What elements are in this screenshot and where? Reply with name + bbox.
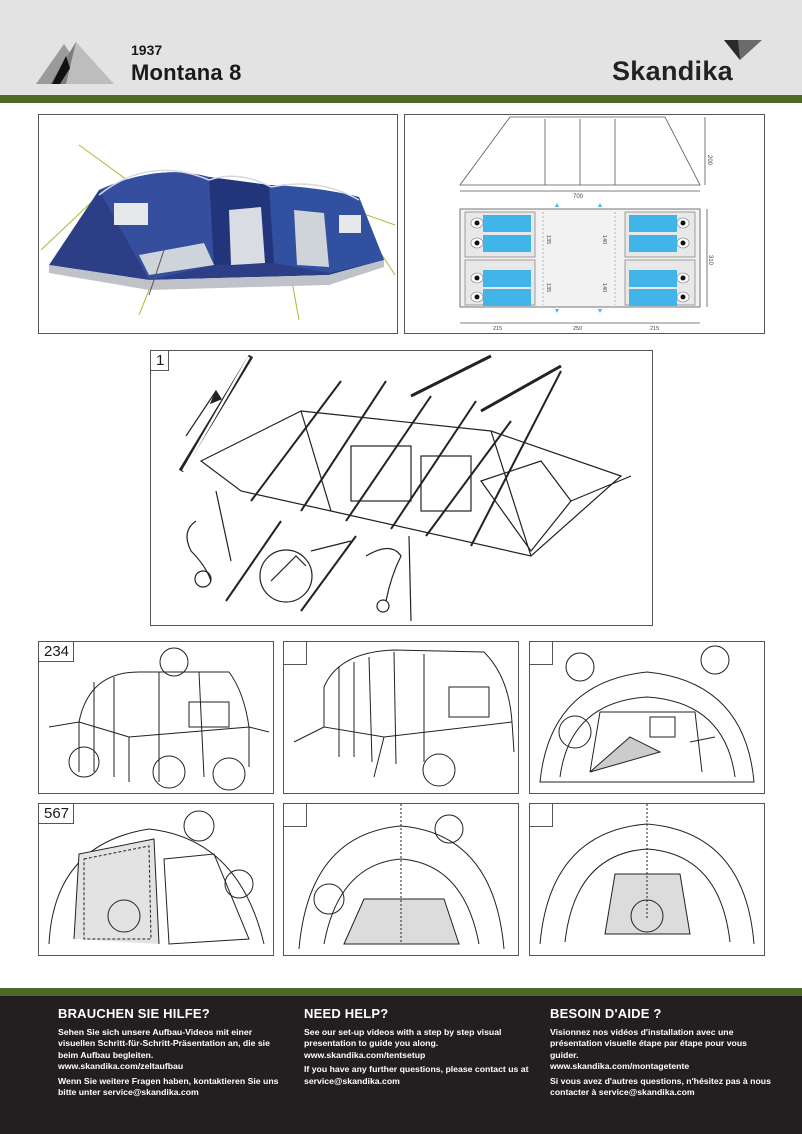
model-name: Montana 8 xyxy=(131,60,242,85)
segment-label-2: 250 xyxy=(573,326,582,332)
header-divider xyxy=(0,95,802,103)
step-7-box xyxy=(530,804,553,827)
step-3-box xyxy=(284,642,307,665)
help-body-fr: Visionnez nos vidéos d'installation avec… xyxy=(550,1027,747,1072)
step-1-label: 1 xyxy=(151,351,170,371)
help-footer: BRAUCHEN SIE HILFE? Sehen Sie sich unser… xyxy=(0,996,802,1134)
floor-plan: 200 700 310 xyxy=(404,114,765,334)
help-link-fr[interactable]: www.skandika.com/montagetente xyxy=(550,1061,690,1072)
tent-photo xyxy=(38,114,398,334)
segment-label-1: 215 xyxy=(493,326,502,332)
step-1-panel: 1 xyxy=(150,350,653,626)
help-german: BRAUCHEN SIE HILFE? Sehen Sie sich unser… xyxy=(58,1006,283,1101)
segment-label-3: 215 xyxy=(650,326,659,332)
step-6-panel xyxy=(283,803,519,956)
step-2-illustration xyxy=(48,647,270,791)
step-7-illustration xyxy=(539,804,755,945)
help-link-de[interactable]: www.skandika.com/zeltaufbau xyxy=(58,1061,184,1072)
help-title-fr: BESOIN D'AIDE ? xyxy=(550,1006,662,1021)
step-6-box xyxy=(284,804,307,827)
room-label-2: 140 xyxy=(601,235,607,244)
help-title-en: NEED HELP? xyxy=(304,1006,389,1021)
footer-divider xyxy=(0,988,802,996)
step-row3-label: 567 xyxy=(39,804,75,824)
help-title-de: BRAUCHEN SIE HILFE? xyxy=(58,1006,210,1021)
help-link-en[interactable]: www.skandika.com/tentsetup xyxy=(304,1049,426,1060)
help-french: BESOIN D'AIDE ? Visionnez nos vidéos d'i… xyxy=(550,1006,775,1101)
brand-logo: Skandika xyxy=(612,38,762,92)
step-5-illustration xyxy=(48,810,265,945)
step-7-panel xyxy=(529,803,765,956)
room-label-1: 135 xyxy=(545,235,551,244)
help-contact-en: If you have any further questions, pleas… xyxy=(304,1064,529,1086)
brand-name: Skandika xyxy=(612,56,733,86)
tent-illustration xyxy=(40,144,396,321)
help-body-en: See our set-up videos with a step by ste… xyxy=(304,1027,502,1060)
step-3-illustration xyxy=(293,649,515,787)
page-header: 1937 Montana 8 Skandika xyxy=(0,0,802,95)
depth-label: 310 xyxy=(707,255,713,266)
step-1-illustration xyxy=(178,354,632,622)
step-3-panel xyxy=(283,641,519,794)
step-5-panel: 567 xyxy=(38,803,274,956)
step-4-illustration xyxy=(539,645,755,783)
step-4-box xyxy=(530,642,553,665)
help-contact-de: Wenn Sie weitere Fragen haben, kontaktie… xyxy=(58,1075,279,1098)
help-english: NEED HELP? See our set-up videos with a … xyxy=(304,1006,529,1090)
step-4-panel xyxy=(529,641,765,794)
help-contact-fr: Si vous avez d'autres questions, n'hésit… xyxy=(550,1075,771,1098)
width-label: 700 xyxy=(573,194,584,200)
room-label-4: 140 xyxy=(601,283,607,292)
mountain-logo-icon xyxy=(36,42,114,84)
model-number: 1937 xyxy=(131,42,163,58)
floor-plan-drawing: 200 700 310 xyxy=(459,116,713,332)
brand-flag-icon xyxy=(724,40,762,60)
height-label: 200 xyxy=(706,155,712,166)
room-label-3: 135 xyxy=(545,283,551,292)
step-6-illustration xyxy=(298,804,505,950)
step-2-panel: 234 xyxy=(38,641,274,794)
help-body-de: Sehen Sie sich unsere Aufbau-Videos mit … xyxy=(58,1027,270,1072)
step-row2-label: 234 xyxy=(39,642,75,662)
